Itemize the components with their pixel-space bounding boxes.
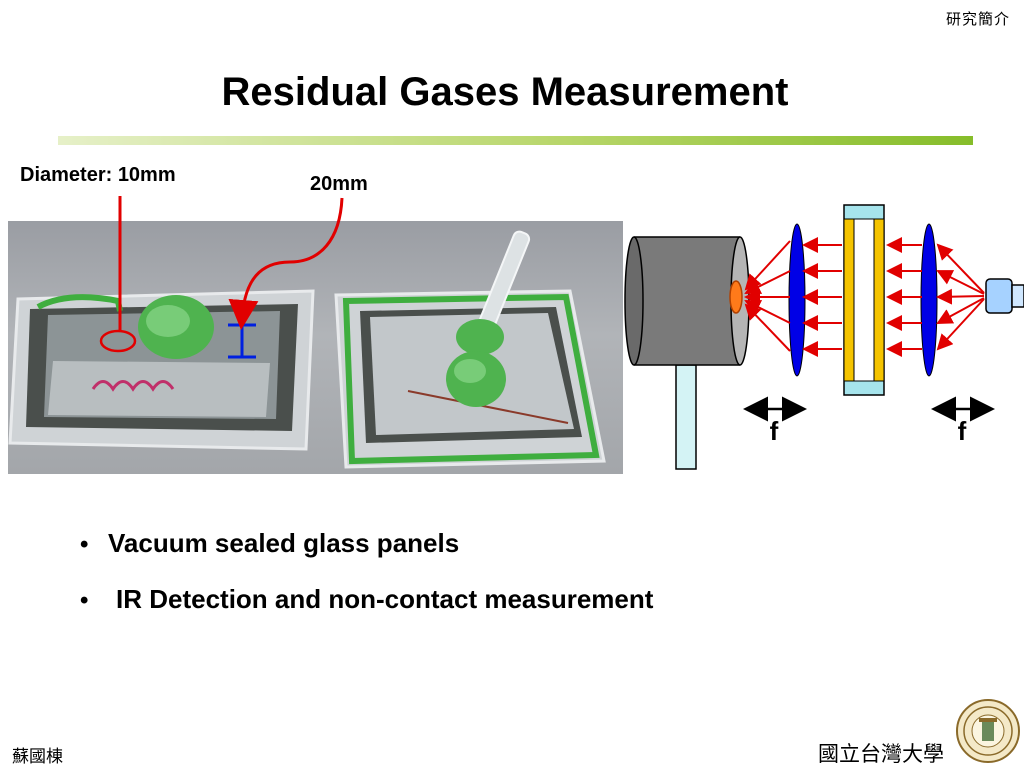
- bullet-text: IR Detection and non-contact measurement: [116, 584, 654, 614]
- handwriting-mark: [91, 380, 175, 392]
- left-lens: [788, 223, 806, 377]
- glass-panels-illustration: [8, 230, 606, 469]
- gap-annotation: 20mm: [310, 173, 368, 195]
- ir-source-emitter: [1011, 284, 1024, 308]
- slide-title: Residual Gases Measurement: [221, 70, 789, 114]
- parallel-rays: [802, 237, 922, 357]
- bullet-dot: •: [80, 531, 89, 558]
- gap-connector: [228, 197, 344, 330]
- right-sealant-highlight: [454, 359, 486, 383]
- diameter-marker-ellipse: [99, 329, 137, 353]
- diameter-annotation: Diameter: 10mm: [20, 164, 176, 186]
- right-upper-sealant: [456, 319, 504, 355]
- ir-source: [985, 278, 1013, 314]
- left-focal-label: f: [770, 416, 779, 446]
- left-sealant-highlight: [146, 305, 190, 337]
- detector-sensor: [729, 280, 743, 314]
- detector-stand: [675, 364, 697, 470]
- bullet-item: • IR Detection and non-contact measureme…: [80, 584, 653, 640]
- left-seal-strip: [36, 294, 123, 312]
- glass-sheet-left: [843, 218, 855, 382]
- ir-detection-diagram: f f: [624, 204, 1024, 470]
- bullet-text: Vacuum sealed glass panels: [108, 528, 460, 558]
- right-panel-wire: [407, 390, 569, 424]
- detector-body: [634, 237, 740, 365]
- university-name: 國立台灣大學: [818, 742, 944, 766]
- university-seal-icon: [956, 699, 1020, 763]
- right-lens: [920, 223, 938, 377]
- author-name: 蘇國棟: [12, 747, 63, 767]
- title-underline: [58, 136, 973, 145]
- converging-rays: [744, 240, 791, 352]
- vacuum-gap: [853, 218, 875, 382]
- detector-back: [624, 236, 644, 366]
- section-label: 研究簡介: [945, 10, 1010, 28]
- bullet-item: • Vacuum sealed glass panels: [80, 528, 653, 584]
- glass-sheet-right: [873, 218, 885, 382]
- glass-panels-photo: [8, 221, 623, 474]
- bullet-dot: •: [80, 587, 89, 614]
- right-focal-label: f: [958, 416, 967, 446]
- bullet-list: • Vacuum sealed glass panels • IR Detect…: [80, 528, 653, 640]
- left-panel-metal: [48, 361, 270, 417]
- diverging-rays: [936, 243, 985, 351]
